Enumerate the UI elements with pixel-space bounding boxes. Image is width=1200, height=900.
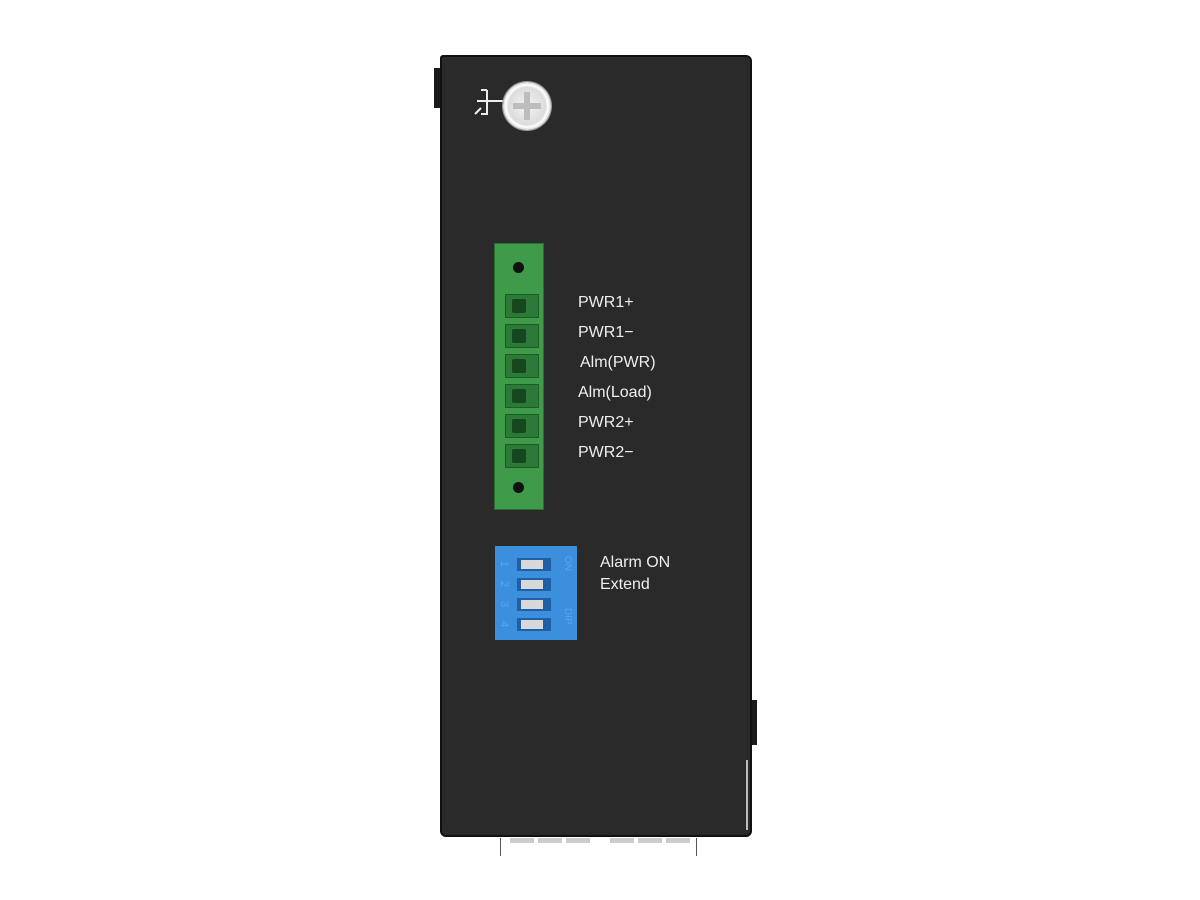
terminal-label: Alm(Load) [578,384,652,401]
bottom-port [666,838,690,843]
mount-hole [513,262,524,273]
mount-hole [513,482,524,493]
bottom-port [566,838,590,843]
dip-on-text: ON [562,556,573,571]
dip-toggle-1[interactable] [517,558,551,571]
terminal-label: PWR2− [578,444,634,461]
dip-label-alarm: Alarm ON [600,554,671,571]
dip-dip-text: DIP [562,608,573,625]
terminal-pin [505,414,539,438]
dip-label-extend: Extend [600,576,650,593]
panel-edge-highlight [746,760,748,830]
bottom-port [538,838,562,843]
terminal-pin [505,294,539,318]
terminal-pin [505,444,539,468]
din-clip [752,700,757,745]
terminal-pin [505,354,539,378]
dip-toggle-3[interactable] [517,598,551,611]
device-top-panel [440,55,752,837]
dip-switch: 1 2 3 4 ON DIP [495,546,577,640]
power-terminal-block [494,243,544,510]
dip-number: 3 [498,600,511,608]
terminal-label: PWR1+ [578,294,634,311]
bottom-leg [500,838,501,856]
dip-toggle-4[interactable] [517,618,551,631]
terminal-label: Alm(PWR) [580,354,656,371]
dip-number: 1 [498,560,511,568]
ground-screw [503,82,551,130]
bottom-port [638,838,662,843]
terminal-pin [505,384,539,408]
dip-toggle-2[interactable] [517,578,551,591]
dip-number: 4 [498,620,511,628]
panel-side-lip [434,68,440,108]
dip-number: 2 [498,580,511,588]
ground-icon [474,89,505,115]
terminal-label: PWR1− [578,324,634,341]
bottom-port [510,838,534,843]
bottom-leg [696,838,697,856]
terminal-label: PWR2+ [578,414,634,431]
terminal-pin [505,324,539,348]
bottom-port [610,838,634,843]
